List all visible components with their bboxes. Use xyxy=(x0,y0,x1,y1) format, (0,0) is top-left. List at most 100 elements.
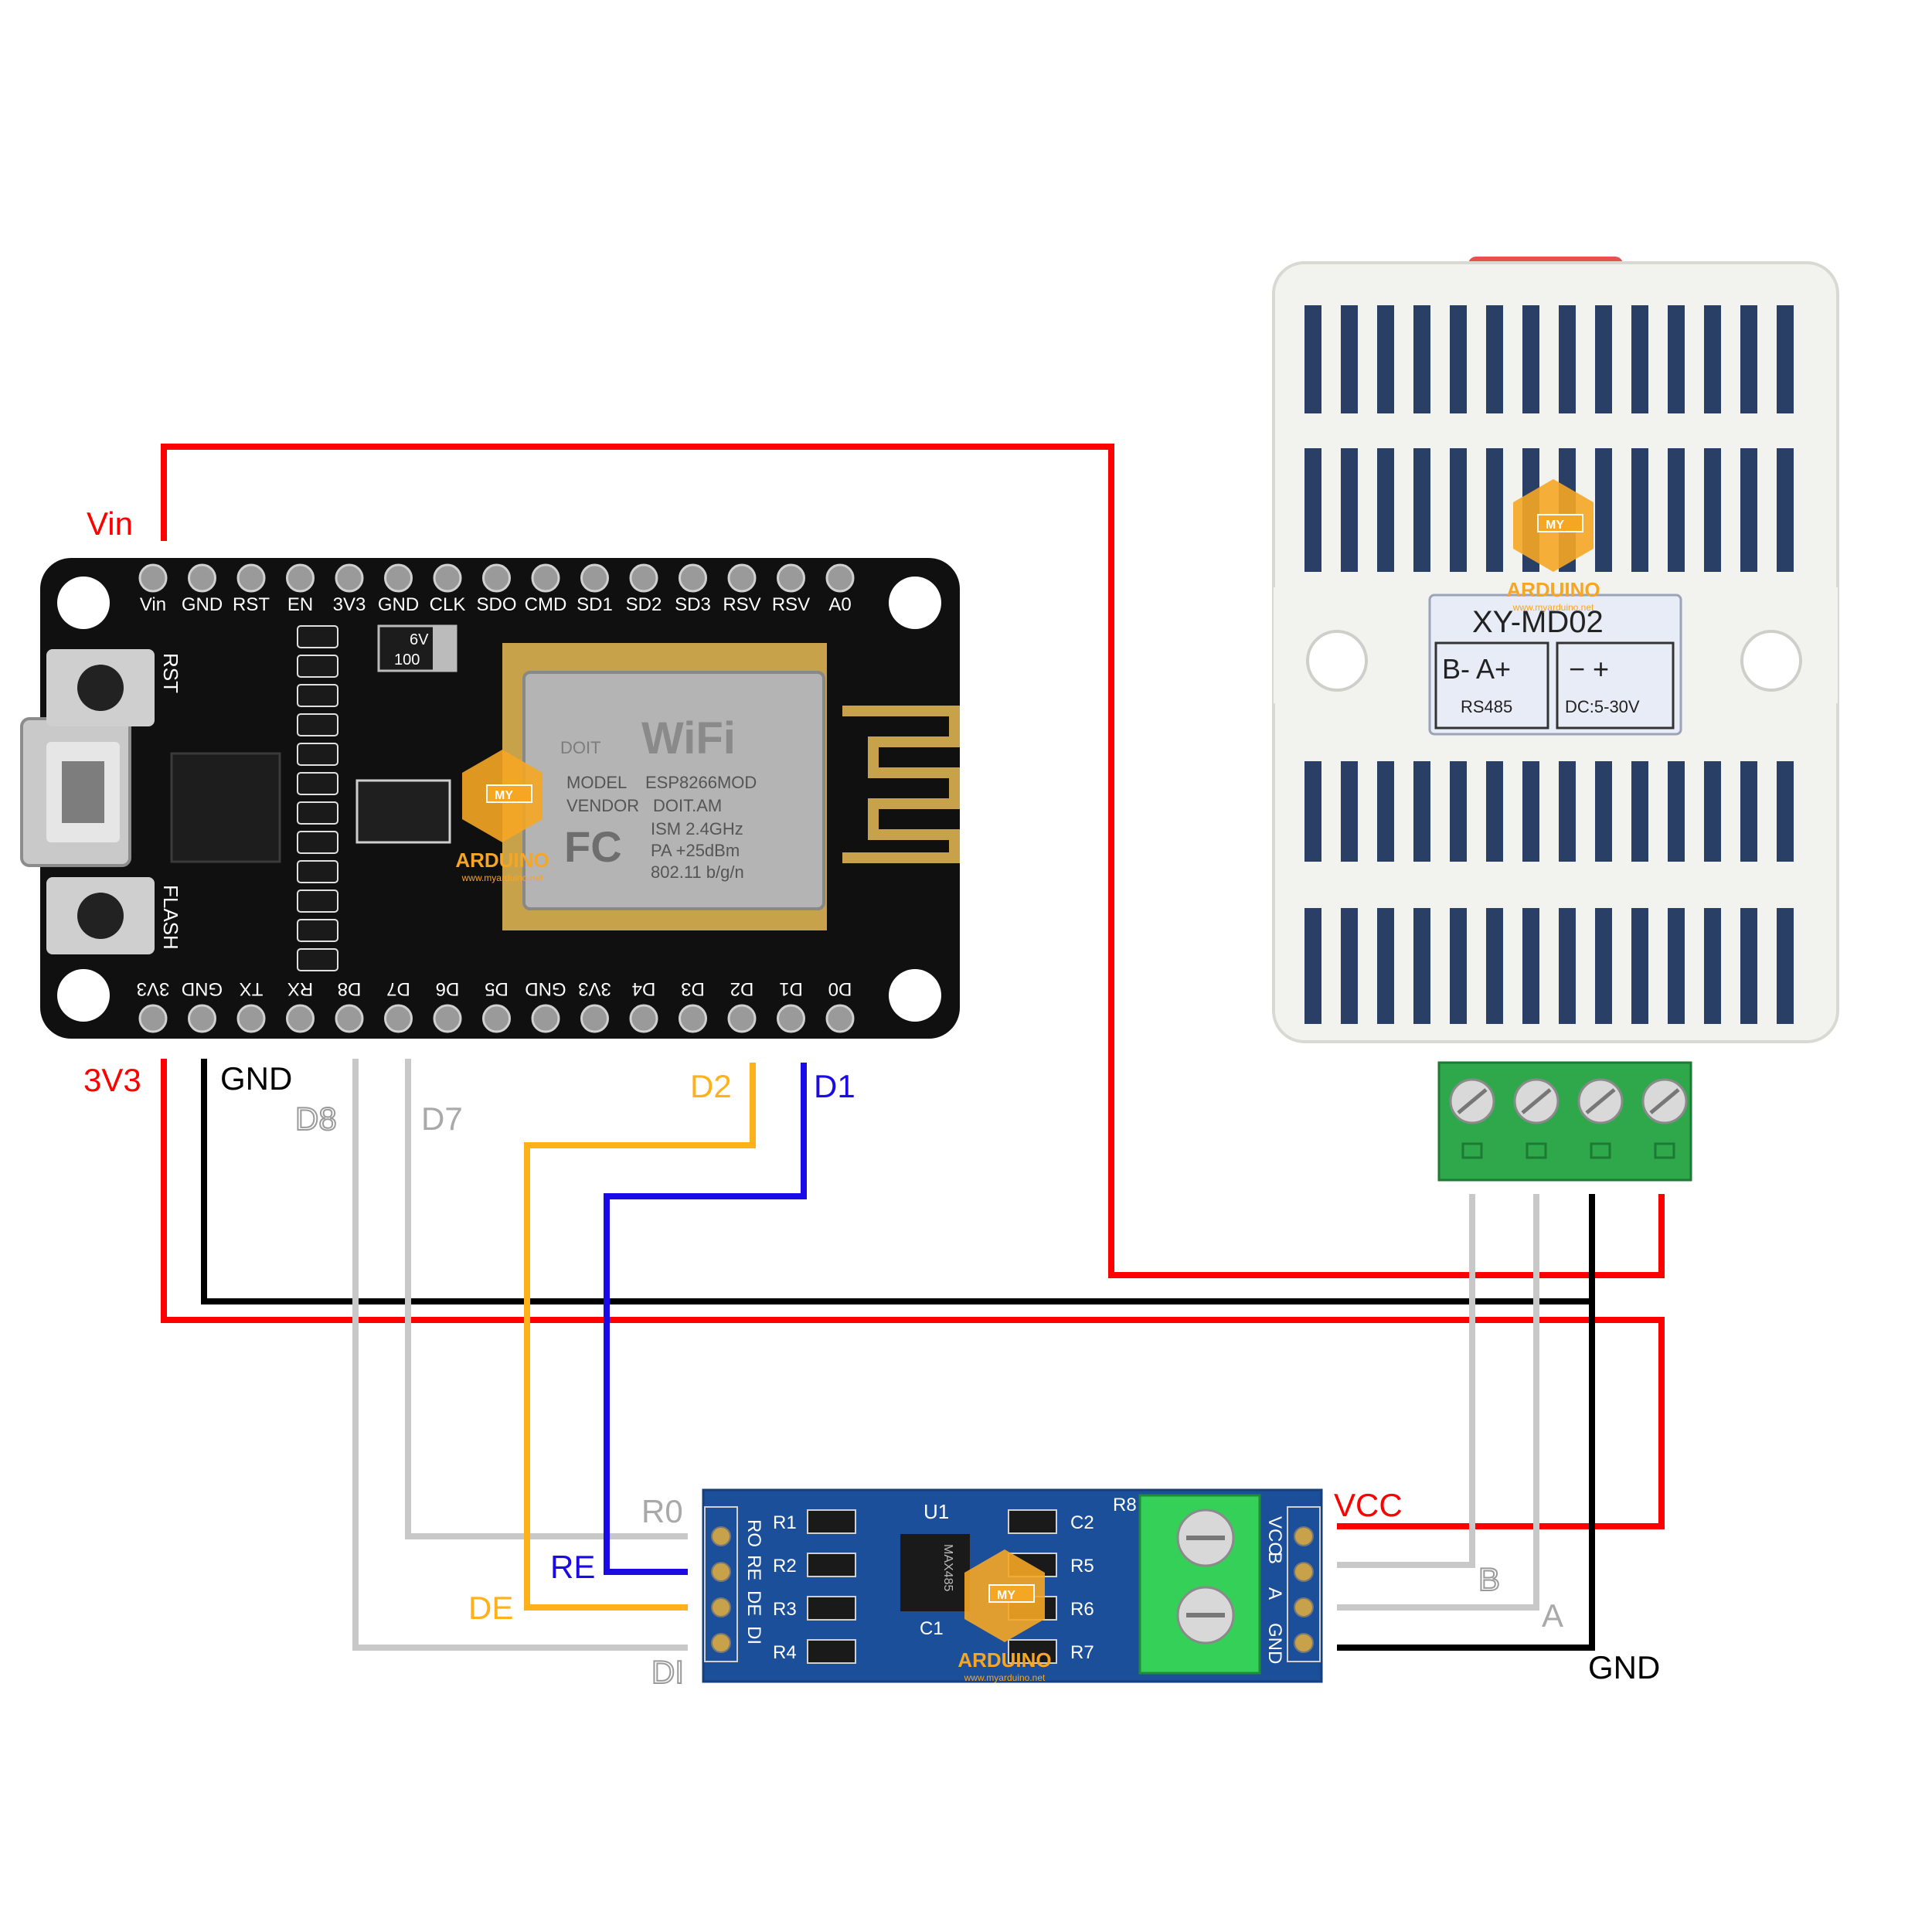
rs485-pin-label-gnd: GND xyxy=(1264,1623,1285,1664)
pin-label-bottom-9: 3V3 xyxy=(578,978,611,999)
svg-text:DOIT: DOIT xyxy=(560,738,601,757)
pin-label-top-1: GND xyxy=(182,594,223,615)
rs485-pin-label-b: B xyxy=(1264,1552,1285,1564)
pin-label-bottom-1: GND xyxy=(182,978,223,999)
rs485-pin-left xyxy=(711,1597,731,1617)
pin-label-bottom-10: D4 xyxy=(632,978,656,999)
sensor-terminal-block xyxy=(1437,1061,1692,1182)
pin-label-top-12: RSV xyxy=(723,594,760,615)
label-gnd-top: GND xyxy=(220,1060,292,1097)
rst-button xyxy=(46,649,155,726)
pin-label-top-13: RSV xyxy=(772,594,810,615)
voltage-regulator xyxy=(355,779,451,844)
pcb-antenna xyxy=(842,706,960,863)
sensor-model: XY-MD02 xyxy=(1472,605,1604,639)
pin-header-top xyxy=(679,563,707,593)
pin-header-top xyxy=(629,563,658,593)
label-d8: D8 xyxy=(295,1100,337,1137)
pin-header-top xyxy=(433,563,462,593)
pin-label-bottom-7: D5 xyxy=(485,978,509,999)
pin-header-bottom xyxy=(335,1004,364,1033)
mounting-hole xyxy=(57,969,110,1022)
svg-text:U1: U1 xyxy=(923,1500,949,1523)
label-d7: D7 xyxy=(421,1100,463,1137)
pin-label-bottom-0: 3V3 xyxy=(137,978,170,999)
watermarks: MYARDUINOwww.myarduino.netMYARDUINOwww.m… xyxy=(455,479,1600,1683)
pin-label-bottom-11: D3 xyxy=(681,978,705,999)
pin-header-top xyxy=(236,563,266,593)
label-gnd-bottom: GND xyxy=(1588,1649,1660,1685)
mounting-hole xyxy=(1306,630,1368,692)
part-label-r5: R5 xyxy=(1070,1556,1094,1577)
part-label-r4: R4 xyxy=(773,1642,797,1663)
svg-text:100: 100 xyxy=(394,651,420,668)
rs485-pin-label-di: DI xyxy=(743,1626,764,1645)
label-de: DE xyxy=(468,1590,513,1626)
svg-text:MY: MY xyxy=(1546,519,1564,532)
svg-text:www.myarduino.net: www.myarduino.net xyxy=(461,872,543,883)
max485-chip: U1 MAX485 xyxy=(900,1500,970,1611)
wire-gnd xyxy=(201,1059,1592,1304)
pin-header-top xyxy=(777,563,805,593)
pin-label-bottom-12: D2 xyxy=(730,978,754,999)
rs485-terminal-block xyxy=(1138,1494,1261,1675)
label-a: A xyxy=(1542,1597,1563,1634)
flash-button xyxy=(46,877,155,954)
pin-label-top-9: SD1 xyxy=(577,594,613,615)
label-d2: D2 xyxy=(690,1068,732,1104)
pin-label-bottom-8: GND xyxy=(525,978,566,999)
top-pin-header xyxy=(138,563,855,593)
pin-label-top-14: A0 xyxy=(828,594,851,615)
pin-header-bottom xyxy=(777,1004,805,1033)
pin-header-top xyxy=(825,563,855,593)
pin-label-bottom-14: D0 xyxy=(828,978,852,999)
wire-gnd-sensor xyxy=(1337,1194,1595,1651)
pin-header-top xyxy=(727,563,757,593)
svg-text:www.myarduino.net: www.myarduino.net xyxy=(964,1672,1046,1683)
svg-text:MAX485: MAX485 xyxy=(941,1544,954,1591)
pin-header-top xyxy=(286,563,315,593)
svg-text:MODEL: MODEL xyxy=(566,773,627,792)
pin-header-bottom xyxy=(482,1004,511,1033)
rs485-pin-label-ro: RO xyxy=(743,1519,764,1547)
label-di: DI xyxy=(651,1654,684,1690)
pin-header-bottom xyxy=(286,1004,315,1033)
svg-text:VENDOR: VENDOR xyxy=(566,796,639,815)
rs485-pin-left xyxy=(711,1633,731,1653)
flash-label: FLASH xyxy=(159,885,182,950)
svg-text:ISM 2.4GHz: ISM 2.4GHz xyxy=(651,819,743,838)
part-label-c2: C2 xyxy=(1070,1512,1094,1533)
usb-serial-chip xyxy=(170,752,281,863)
pin-label-bottom-2: TX xyxy=(240,978,264,999)
wire-d2-de xyxy=(524,1063,756,1611)
pin-label-top-0: Vin xyxy=(140,594,166,615)
pin-header-bottom xyxy=(825,1004,855,1033)
label-b: B xyxy=(1478,1561,1500,1597)
rs485-pin-left xyxy=(711,1526,731,1546)
pin-label-top-11: SD3 xyxy=(675,594,711,615)
part-label-c1: C1 xyxy=(920,1618,944,1639)
part-label-r7: R7 xyxy=(1070,1642,1094,1663)
pin-label-top-10: SD2 xyxy=(626,594,662,615)
part-label-r6: R6 xyxy=(1070,1599,1094,1620)
bottom-pin-header xyxy=(138,1004,855,1033)
pin-header-top xyxy=(384,563,413,593)
sensor-label xyxy=(1428,594,1682,736)
svg-text:ESP8266MOD: ESP8266MOD xyxy=(645,773,757,792)
mounting-hole xyxy=(57,577,110,629)
wire-b xyxy=(1337,1194,1475,1568)
wifi-logo: WiFi xyxy=(641,713,736,764)
svg-text:− +: − + xyxy=(1569,653,1609,685)
esp8266-module: WiFi DOIT MODEL ESP8266MOD VENDOR DOIT.A… xyxy=(502,643,827,930)
svg-text:ARDUINO: ARDUINO xyxy=(957,1648,1051,1672)
label-ro: R0 xyxy=(641,1493,683,1529)
mounting-hole xyxy=(889,577,941,629)
pin-header-bottom xyxy=(531,1004,560,1033)
xy-md02-sensor: XY-MD02 B- A+ RS485 − + DC:5-30V xyxy=(1272,257,1839,1182)
svg-text:DC:5-30V: DC:5-30V xyxy=(1565,697,1640,716)
mounting-hole xyxy=(889,969,941,1022)
